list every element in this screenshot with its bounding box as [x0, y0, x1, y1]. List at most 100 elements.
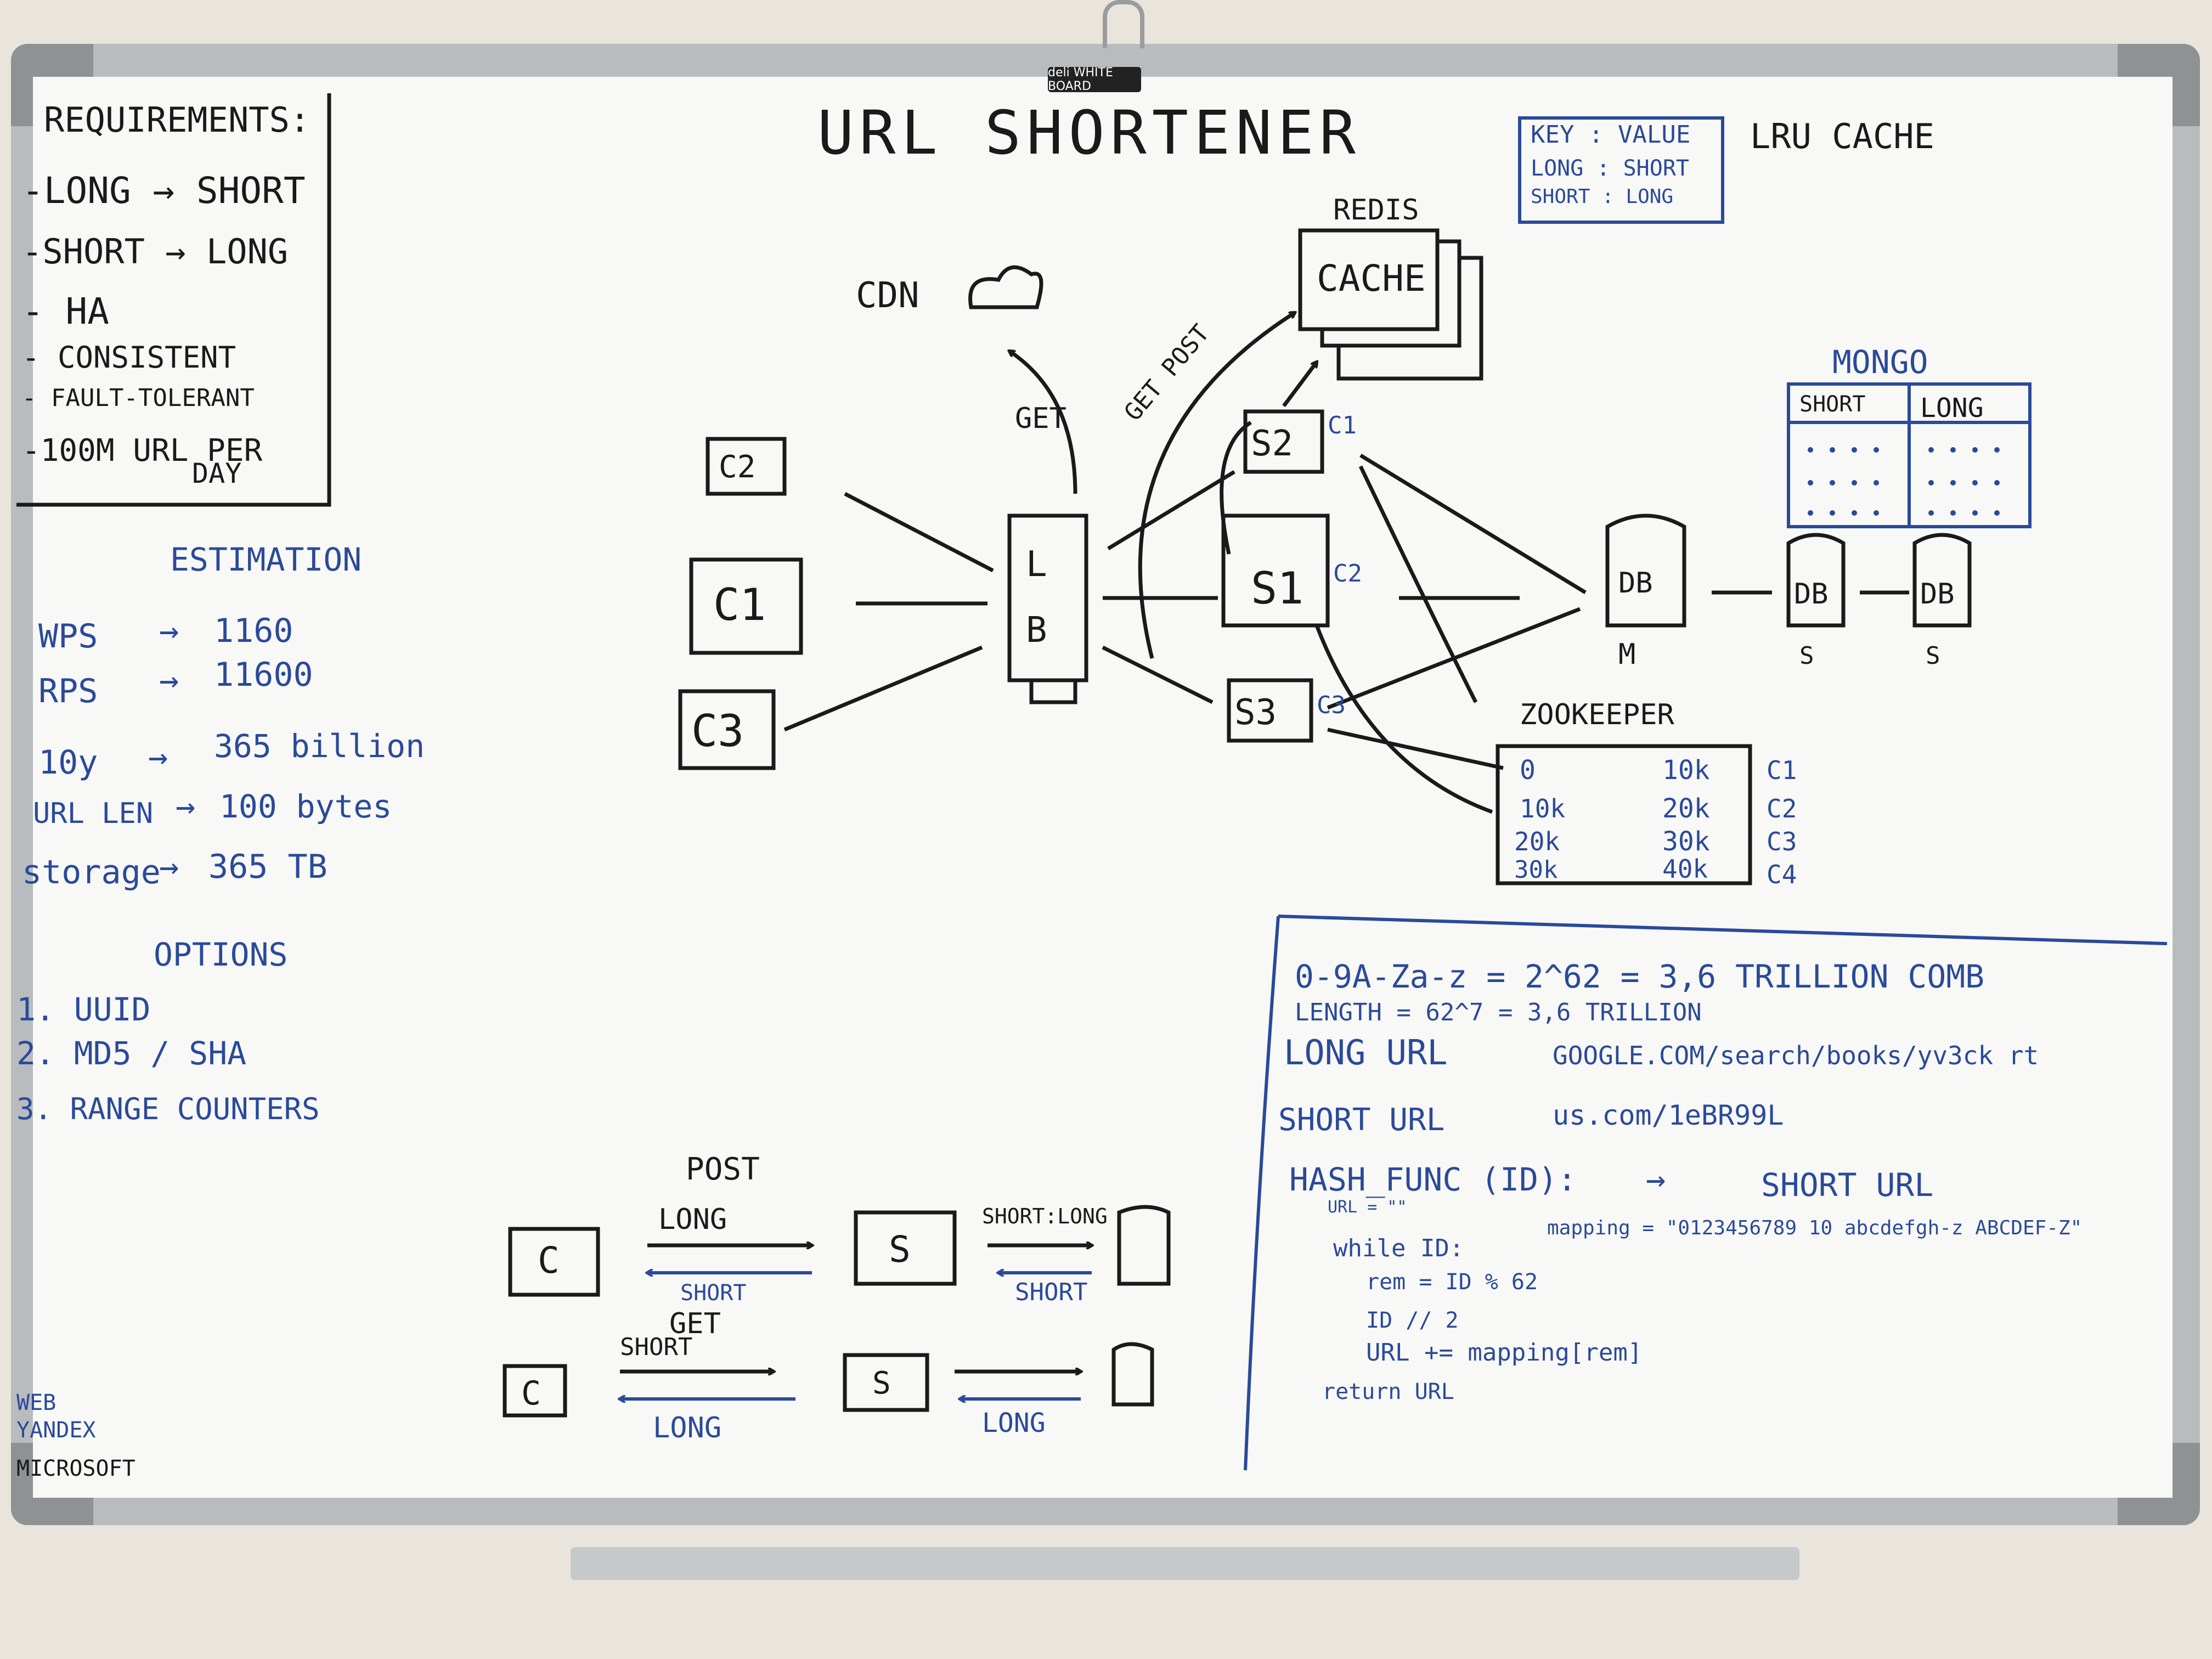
- flow-server-label: S: [889, 1228, 911, 1271]
- flow-long-label: LONG: [982, 1408, 1046, 1438]
- estimation-label: storage: [22, 853, 161, 891]
- client-box: [689, 557, 803, 655]
- server-box: [1221, 514, 1330, 628]
- zk-range-from: 20k: [1514, 827, 1560, 856]
- estimation-arrow: →: [159, 848, 179, 886]
- cache-stack: [1320, 239, 1462, 348]
- mongo-table-dots: [1808, 447, 2000, 516]
- hash-mapping: mapping = "0123456789 10 abcdefgh-z ABCD…: [1547, 1217, 2082, 1239]
- flow-db-icon: [1111, 1342, 1154, 1407]
- server-to-cache-arrow: [1282, 362, 1317, 408]
- database-icon: [1912, 533, 1972, 628]
- requirement-item: -SHORT → LONG: [22, 232, 288, 272]
- estimation-label: RPS: [38, 672, 98, 710]
- post-label: POST: [686, 1152, 760, 1187]
- zk-range-to: 10k: [1662, 755, 1710, 786]
- lb-label: B: [1026, 610, 1047, 651]
- connection-line: [1107, 470, 1235, 550]
- requirements-box: [16, 93, 331, 507]
- footer-note: MICROSOFT: [16, 1456, 136, 1481]
- hash-code: return URL: [1322, 1379, 1454, 1404]
- estimation-arrow: →: [148, 738, 168, 776]
- cache-box: [1298, 228, 1440, 331]
- db-tag: S: [1799, 642, 1814, 670]
- zk-range-tag: C1: [1767, 755, 1797, 785]
- flow-server-box: [843, 1353, 929, 1412]
- requirement-item: - CONSISTENT: [22, 340, 236, 375]
- flow-server-label: S: [872, 1365, 891, 1401]
- cache-schema-row: SHORT : LONG: [1531, 185, 1673, 208]
- hash-url-init: URL = "": [1328, 1198, 1407, 1217]
- estimation-value: 1160: [214, 612, 294, 650]
- flow-short-label: SHORT: [1015, 1278, 1087, 1306]
- hanging-hook: [1103, 0, 1144, 48]
- hash-func: HASH_FUNC (ID):: [1289, 1161, 1577, 1198]
- hash-line: 0-9A-Za-z = 2^62 = 3,6 TRILLION COMB: [1295, 958, 1984, 995]
- client-label: C3: [691, 706, 744, 757]
- server-to-cache-arrow: [1220, 421, 1252, 555]
- connection-line: [1358, 465, 1478, 703]
- flow-long-label: LONG: [658, 1203, 727, 1236]
- estimation-label: 10y: [38, 743, 98, 782]
- cache-stack: [1336, 256, 1483, 381]
- estimation-heading: ESTIMATION: [170, 541, 362, 578]
- whiteboard-writing-area: [33, 77, 2172, 1498]
- zk-range-tag: C3: [1767, 827, 1797, 856]
- zk-range-from: 30k: [1514, 856, 1558, 884]
- estimation-label: URL LEN: [33, 797, 153, 830]
- mongo-col-label: LONG: [1920, 393, 1984, 424]
- requirement-item: - FAULT-TOLERANT: [22, 384, 255, 412]
- server-box: [1227, 678, 1313, 743]
- get-post-arrow: [1138, 313, 1295, 659]
- estimation-value: 11600: [214, 656, 313, 694]
- db-label: DB: [1794, 578, 1829, 611]
- estimation-arrow: →: [159, 612, 179, 650]
- get-post-arrow-label: GET POST: [1119, 319, 1215, 426]
- marker-tray: [571, 1547, 1799, 1580]
- flow-client-box: [508, 1227, 600, 1297]
- hash-code: ID // 2: [1366, 1308, 1459, 1333]
- hash-section-border: [1244, 915, 2168, 1471]
- flow-client-box: [503, 1364, 567, 1418]
- flow-short-label: SHORT: [620, 1333, 692, 1361]
- cache-title: REDIS: [1333, 194, 1419, 227]
- flow-long-label: LONG: [653, 1412, 721, 1444]
- footer-note: WEB: [16, 1390, 56, 1415]
- hash-long-label: LONG URL: [1284, 1032, 1448, 1073]
- flow-server-box: [854, 1210, 957, 1286]
- zk-range-from: 10k: [1520, 794, 1565, 823]
- zookeeper-label: ZOOKEEPER: [1520, 698, 1674, 731]
- database-icon: [1605, 514, 1686, 628]
- flow-db-icon: [1117, 1205, 1171, 1286]
- cdn-cloud-icon: [968, 265, 1043, 309]
- get-arrow: [1009, 351, 1077, 494]
- server-tag: C2: [1333, 560, 1362, 588]
- zk-range-tag: C4: [1767, 860, 1797, 889]
- get-flow-label: GET: [669, 1307, 721, 1340]
- flow-client-label: C: [538, 1239, 560, 1282]
- zookeeper-box: [1496, 744, 1752, 885]
- page-title: URL SHORTENER: [817, 98, 1361, 168]
- zk-range-from: 0: [1520, 755, 1536, 786]
- hash-long-value: GOOGLE.COM/search/books/yv3ck rt: [1553, 1041, 2039, 1070]
- flow-client-label: C: [521, 1374, 541, 1413]
- mongo-table-line: [1788, 384, 2030, 527]
- zk-range-tag: C2: [1767, 794, 1797, 823]
- get-arrow-label: GET: [1015, 402, 1066, 435]
- cache-label: CACHE: [1317, 257, 1426, 300]
- estimation-value: 365 billion: [214, 727, 425, 765]
- load-balancer-box: [1029, 680, 1077, 704]
- option-item: 1. UUID: [16, 991, 150, 1028]
- server-label: S3: [1234, 692, 1277, 733]
- server-tag: C1: [1328, 411, 1357, 439]
- database-icon: [1786, 533, 1846, 628]
- footer-note: YANDEX: [16, 1418, 96, 1443]
- db-label: DB: [1920, 578, 1955, 611]
- requirement-item: -LONG → SHORT: [22, 170, 306, 212]
- cache-schema-row: LONG : SHORT: [1531, 156, 1689, 181]
- server-label: S1: [1251, 563, 1304, 614]
- connection-line: [1102, 645, 1214, 704]
- connection-line: [844, 492, 994, 573]
- server-box: [1243, 409, 1324, 474]
